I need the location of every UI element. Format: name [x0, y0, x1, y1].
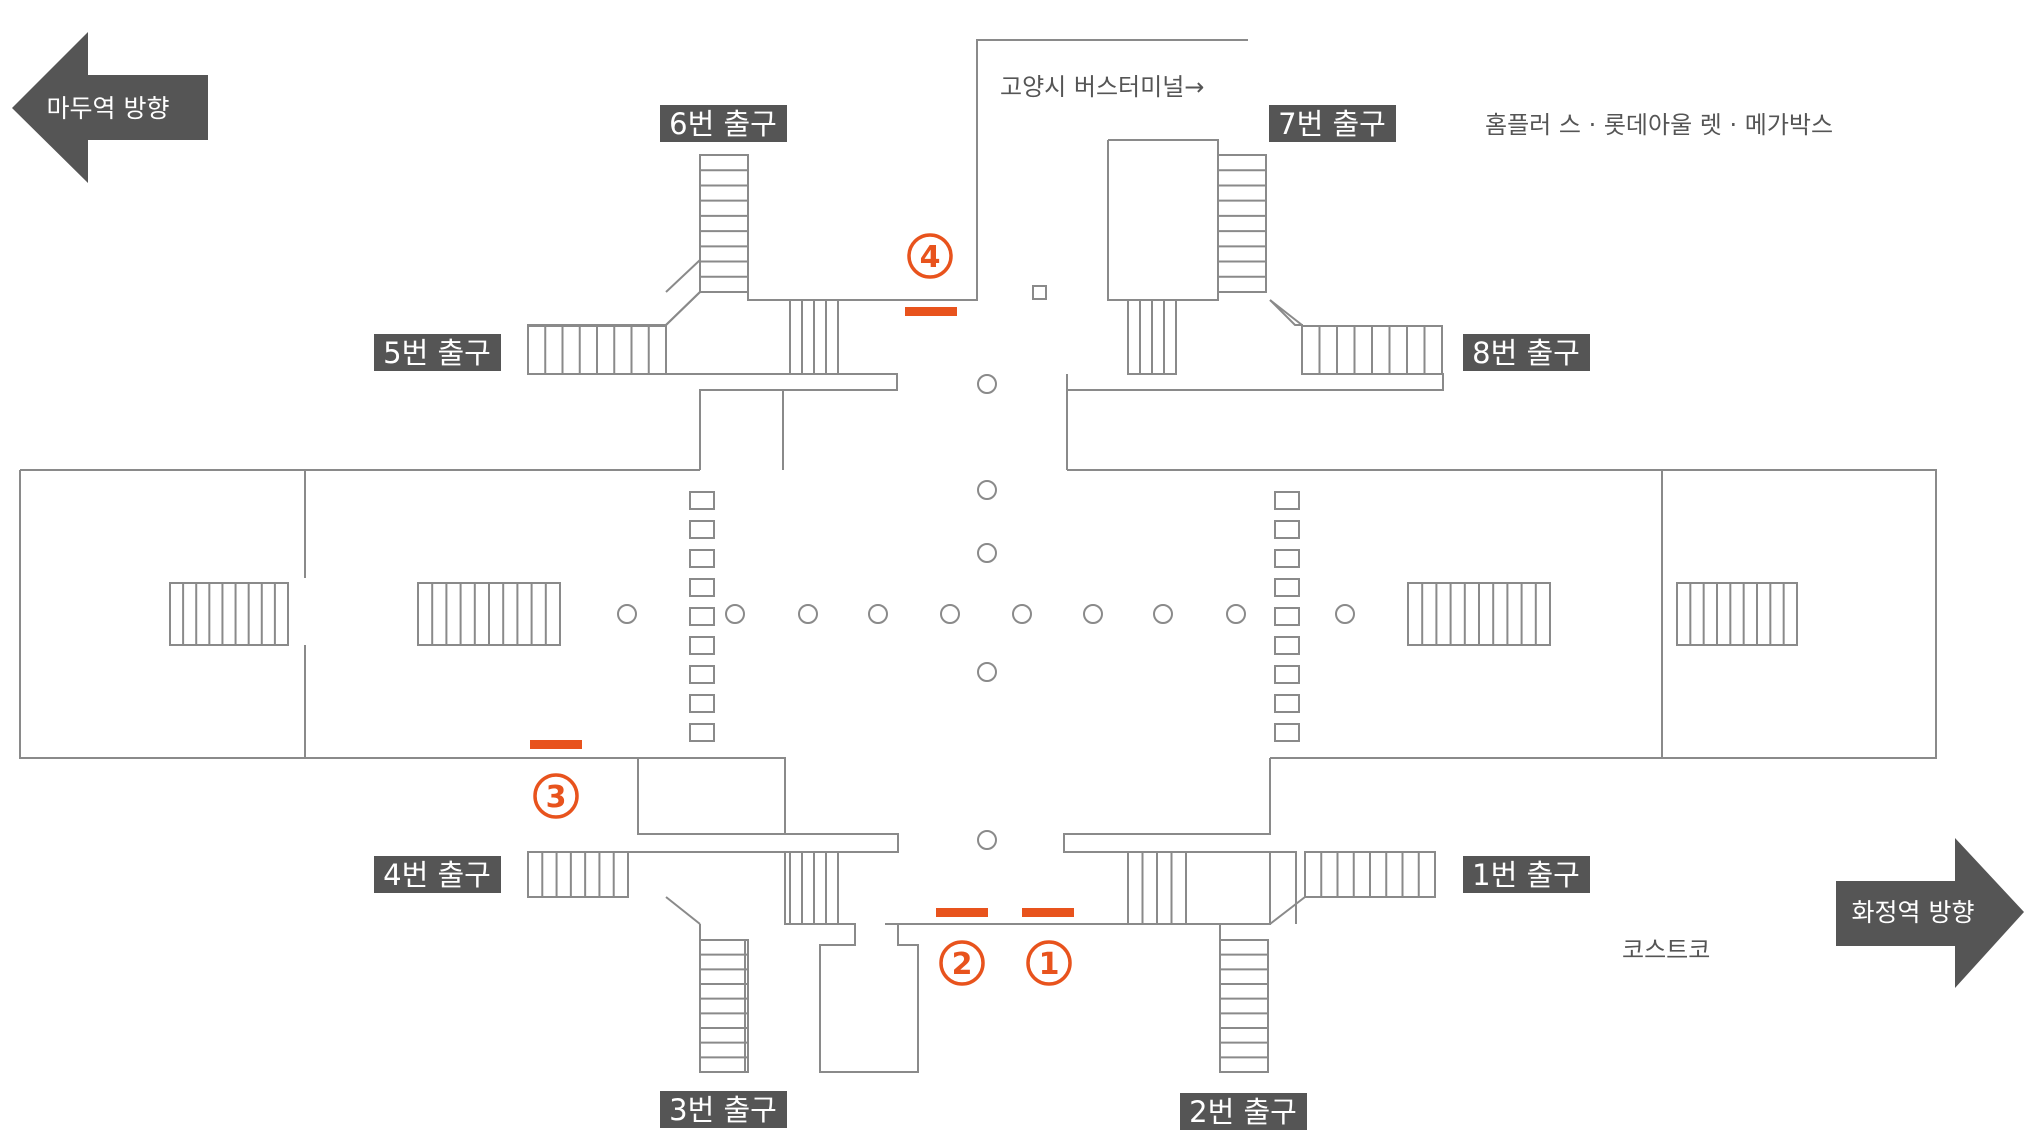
fare-gate — [689, 607, 715, 626]
floor-plan — [19, 39, 1937, 1073]
fare-gate — [689, 694, 715, 713]
fare-gate — [689, 491, 715, 510]
pillar — [977, 543, 997, 563]
pillar — [1153, 604, 1173, 624]
exit-label-7[interactable]: 7번 출구 — [1269, 105, 1396, 142]
fare-gate — [689, 665, 715, 684]
fare-gate — [689, 520, 715, 539]
east-direction-label: 화정역 방향 — [1852, 898, 1975, 927]
pillar — [617, 604, 637, 624]
stairs — [169, 154, 1798, 1073]
pillar — [868, 604, 888, 624]
west-direction-label: 마두역 방향 — [47, 94, 170, 123]
marker-bar-3 — [530, 740, 582, 749]
marker-number-2[interactable]: 2 — [939, 940, 985, 986]
exit-label-text: 8번 출구 — [1472, 336, 1580, 370]
wall-segment — [1662, 469, 1937, 759]
exit-label-text: 2번 출구 — [1189, 1095, 1297, 1129]
marker-number-1[interactable]: 1 — [1026, 940, 1072, 986]
wall-segment — [784, 852, 919, 1073]
fare-gate — [1274, 694, 1300, 713]
pillar — [1335, 604, 1355, 624]
pillar — [940, 604, 960, 624]
pillar — [977, 830, 997, 850]
stairs-exit7-upper — [1217, 154, 1267, 293]
mall-label: 홈플러 스 · 롯데아울 렛 · 메가박스 — [1485, 111, 1833, 139]
marker-number-4[interactable]: 4 — [907, 233, 953, 279]
wall-segment — [665, 259, 701, 293]
svg-text:3: 3 — [546, 780, 567, 815]
stair-landing-edge — [1269, 896, 1306, 925]
exit-label-6[interactable]: 6번 출구 — [660, 105, 787, 142]
marker-bar-2 — [936, 908, 988, 917]
stair-landing-edge — [665, 896, 701, 925]
wall-segment — [637, 757, 786, 835]
exit-label-text: 3번 출구 — [669, 1093, 777, 1127]
fare-gate — [1274, 578, 1300, 597]
exit-label-5[interactable]: 5번 출구 — [374, 334, 501, 371]
wall-segment — [1254, 851, 1297, 924]
pillar — [977, 662, 997, 682]
pillars — [617, 285, 1355, 850]
fare-gate — [689, 636, 715, 655]
exit-label-text: 5번 출구 — [383, 336, 491, 370]
wall-segment — [528, 373, 898, 391]
pillar — [1012, 604, 1032, 624]
stair-landing-edge — [1269, 299, 1303, 326]
exit-label-text: 7번 출구 — [1278, 107, 1386, 141]
marker-bar-1 — [1022, 908, 1074, 917]
pillar — [798, 604, 818, 624]
exit-label-4[interactable]: 4번 출구 — [374, 856, 501, 893]
stairs-exit6-upper — [699, 154, 749, 293]
exit-label-1[interactable]: 1번 출구 — [1463, 856, 1590, 893]
fare-gate — [1274, 665, 1300, 684]
pillar — [725, 604, 745, 624]
svg-text:1: 1 — [1039, 947, 1060, 982]
stairs-exit4 — [527, 851, 629, 898]
stairs-exit3-lower — [699, 939, 749, 1073]
svg-text:4: 4 — [920, 240, 941, 275]
exit-label-text: 1번 출구 — [1472, 858, 1580, 892]
wall-segment — [1063, 758, 1271, 853]
marker-number-3[interactable]: 3 — [533, 773, 579, 819]
column-square — [1032, 285, 1047, 300]
wall-segment — [528, 833, 899, 853]
east-direction-arrow[interactable]: 화정역 방향 — [1836, 838, 2024, 988]
wall-segment — [20, 469, 306, 578]
orange-markers — [530, 307, 1074, 917]
fare-gate — [689, 723, 715, 742]
bus-terminal-label: 고양시 버스터미널→ — [1000, 73, 1204, 101]
pillar — [1226, 604, 1246, 624]
fare-gate — [1274, 636, 1300, 655]
fare-gate — [1274, 607, 1300, 626]
stairs-right-outer — [1676, 582, 1798, 646]
pillar — [977, 480, 997, 500]
fare-gate — [1274, 549, 1300, 568]
fare-gate — [1274, 491, 1300, 510]
west-direction-arrow[interactable]: 마두역 방향 — [12, 32, 208, 183]
exit-label-3[interactable]: 3번 출구 — [660, 1091, 787, 1128]
fare-gate — [689, 578, 715, 597]
marker-bar-4 — [905, 307, 957, 316]
fare-gate — [689, 549, 715, 568]
stairs-left-outer — [169, 582, 289, 646]
fare-gate — [1274, 520, 1300, 539]
wall-segment — [699, 389, 784, 470]
wall-segment — [19, 470, 306, 759]
exit-label-8[interactable]: 8번 출구 — [1463, 334, 1590, 371]
wall-segment — [1107, 139, 1219, 301]
stair-landing-edge — [665, 291, 701, 326]
pillar — [1083, 604, 1103, 624]
pillar — [977, 374, 997, 394]
exit-label-2[interactable]: 2번 출구 — [1180, 1093, 1307, 1130]
costco-label: 코스트코 — [1622, 936, 1710, 964]
fare-gate — [1274, 723, 1300, 742]
exit-label-text: 6번 출구 — [669, 107, 777, 141]
svg-text:2: 2 — [952, 947, 973, 982]
exit-label-text: 4번 출구 — [383, 858, 491, 892]
stairs-exit2 — [1219, 939, 1269, 1073]
